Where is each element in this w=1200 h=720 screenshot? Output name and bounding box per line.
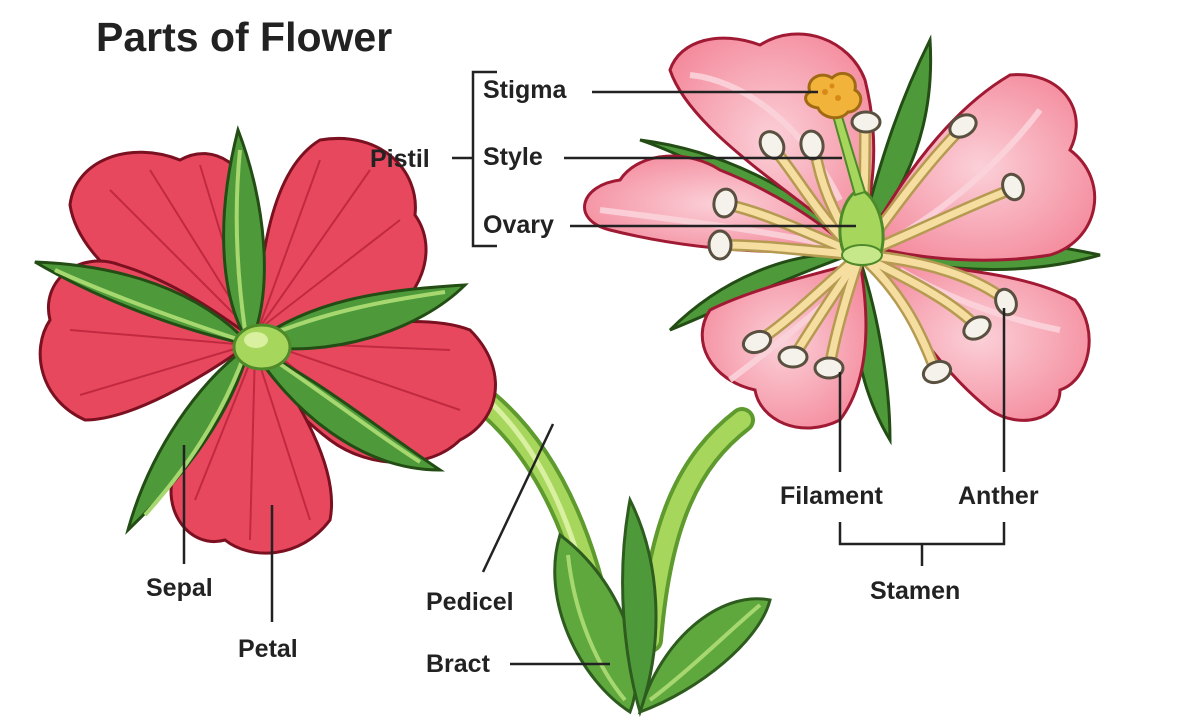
label-bract: Bract (426, 650, 490, 678)
stigma-shape (804, 71, 863, 120)
diagram-title: Parts of Flower (96, 14, 393, 60)
label-pedicel: Pedicel (426, 588, 514, 616)
label-anther: Anther (958, 482, 1039, 510)
label-sepal: Sepal (146, 574, 213, 602)
label-style: Style (483, 143, 543, 171)
label-ovary: Ovary (483, 211, 554, 239)
label-stamen: Stamen (870, 577, 961, 605)
label-petal: Petal (238, 635, 298, 663)
sepal-highlights (54, 149, 446, 517)
leader-lines (182, 70, 1006, 666)
anthers (707, 110, 1025, 385)
pistil (804, 71, 885, 267)
front-flower (583, 32, 1101, 446)
label-filament: Filament (780, 482, 883, 510)
stamen-bracket (838, 522, 1006, 546)
label-pistil: Pistil (370, 145, 430, 173)
bract-leaves (553, 495, 772, 717)
label-stigma: Stigma (483, 76, 567, 104)
pedicel-line (481, 423, 555, 573)
back-flower (34, 125, 497, 555)
receptacle (232, 323, 292, 371)
